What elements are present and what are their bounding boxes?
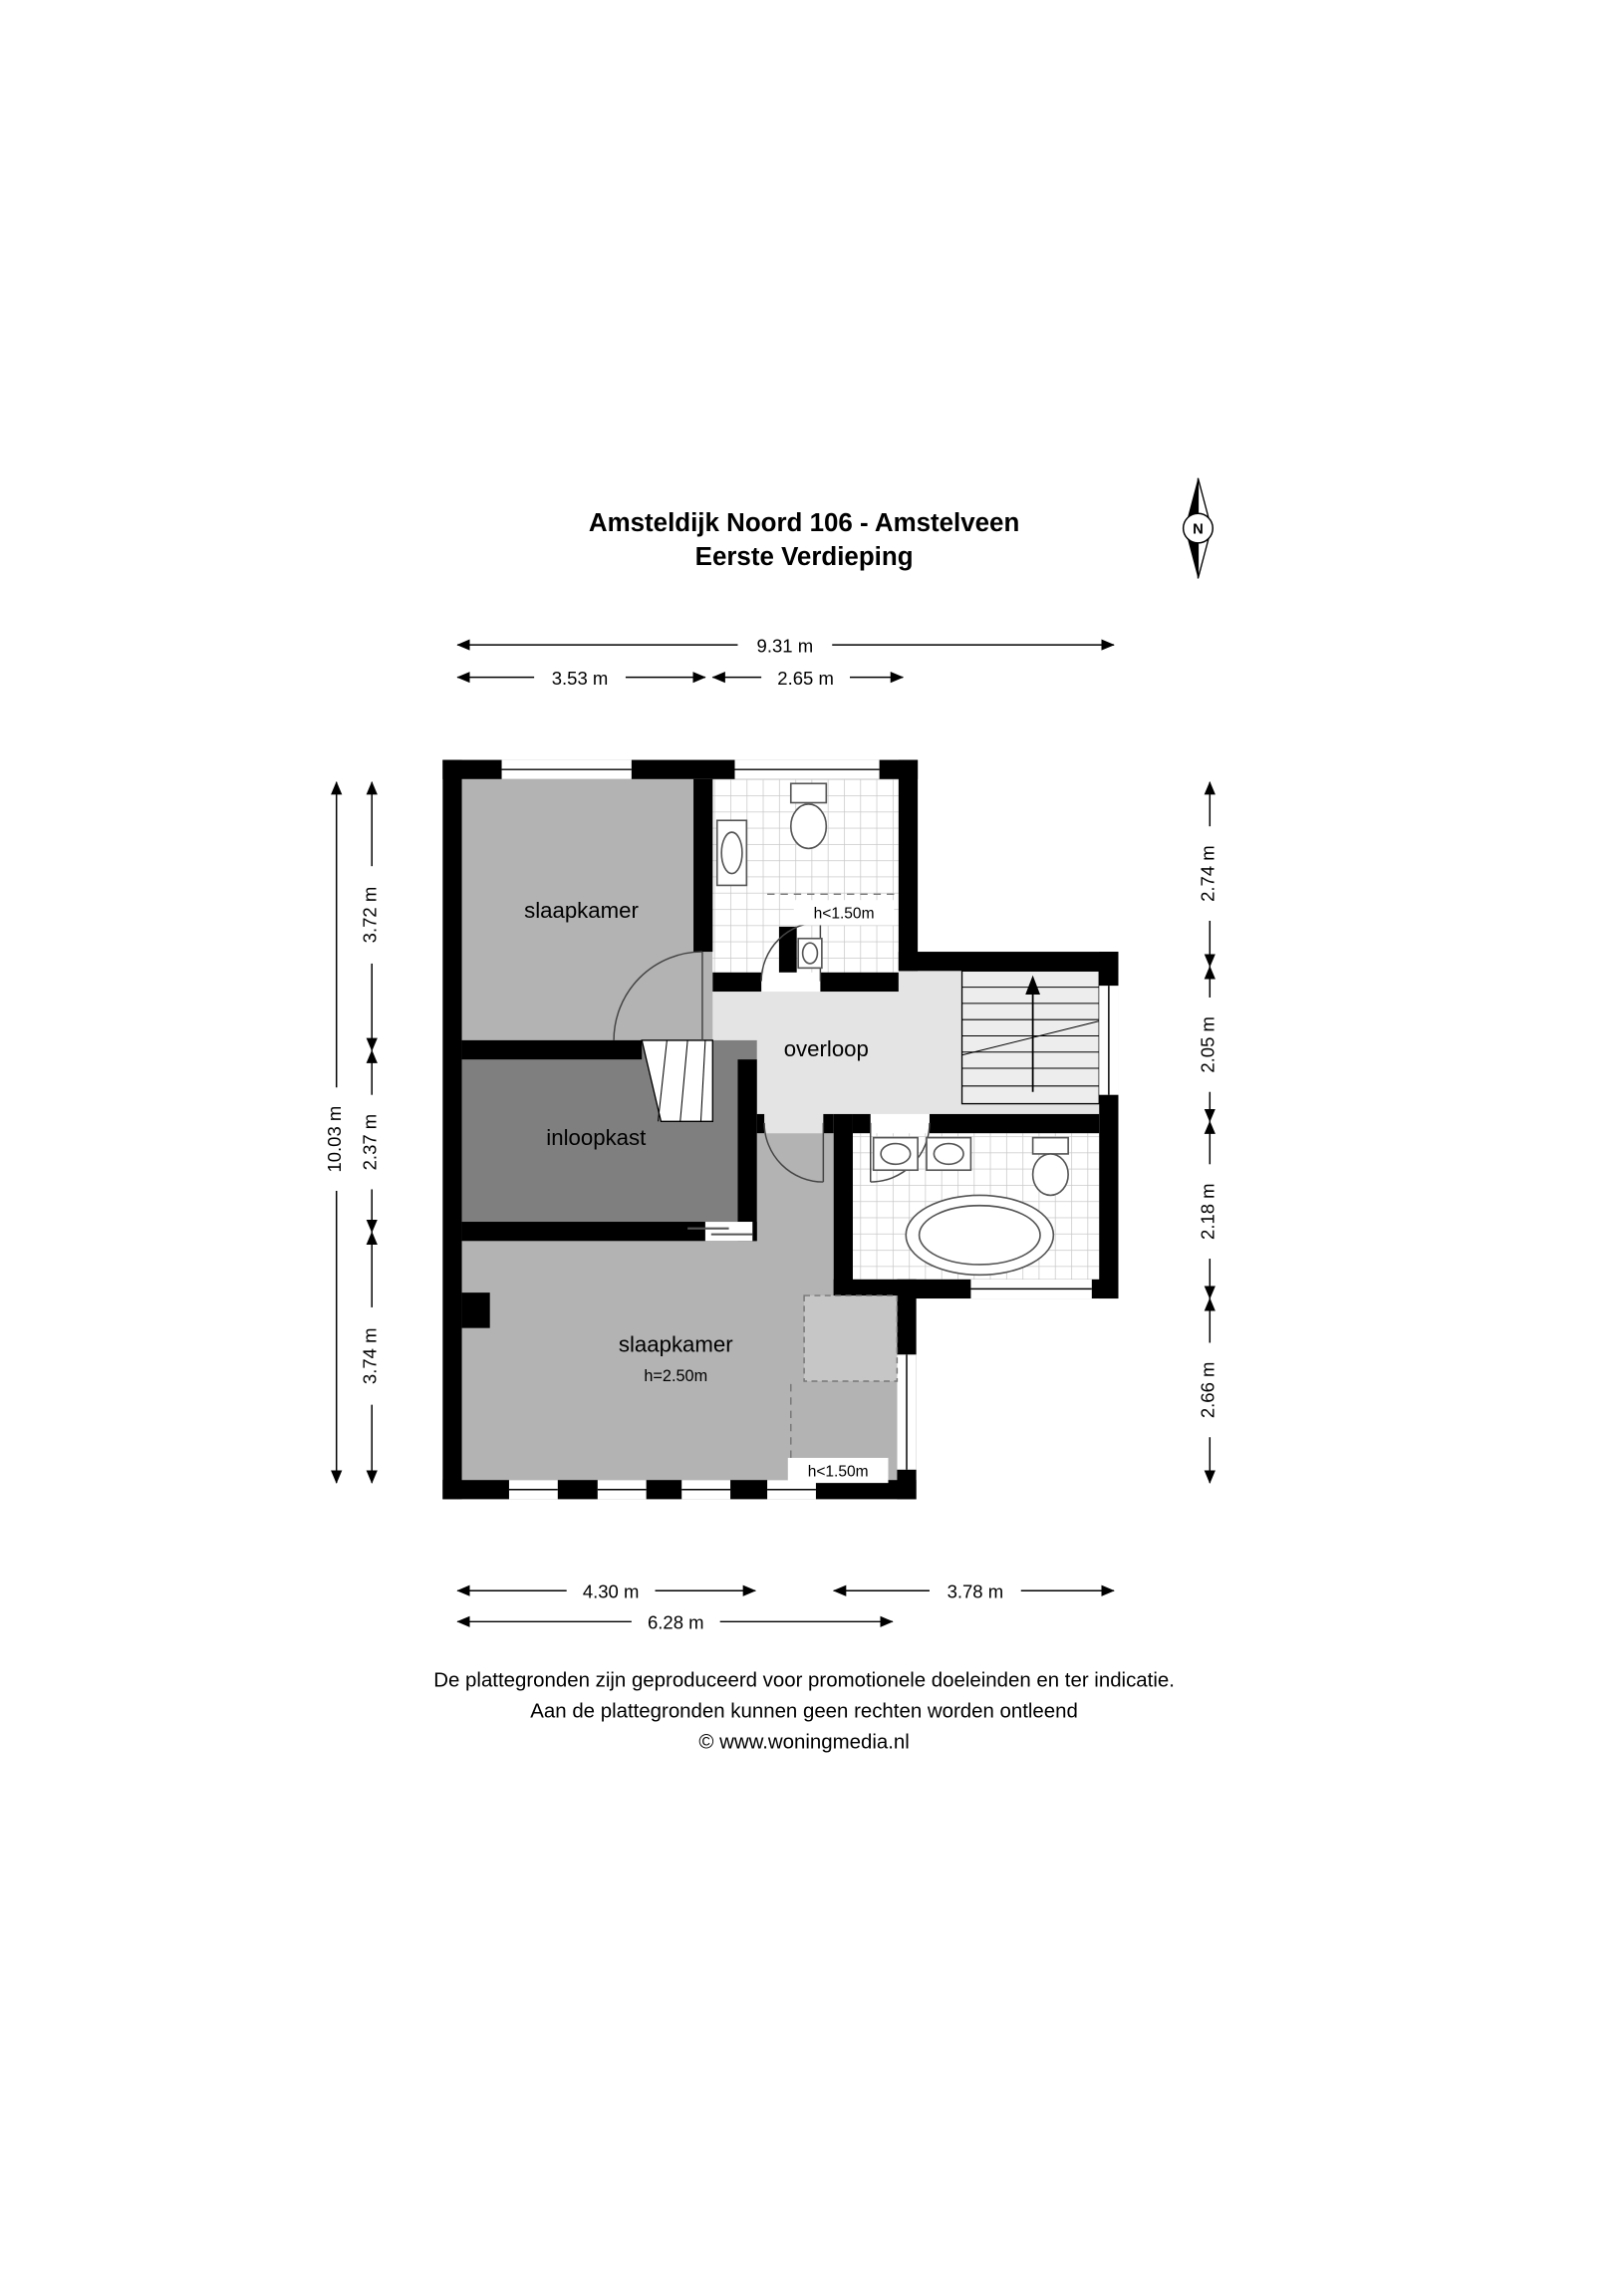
dim-left-lower: 3.74 m <box>360 1328 381 1385</box>
window-top-bedroom <box>501 759 632 779</box>
sink-top-icon <box>715 819 748 887</box>
dim-right-2: 2.05 m <box>1198 1016 1218 1073</box>
wall-bathroom-right-top-a <box>852 1113 871 1134</box>
wall-closet-right <box>737 1059 757 1242</box>
dim-left-total: 10.03 m <box>324 1106 345 1173</box>
window-bottom-4 <box>767 1480 816 1500</box>
low-ceiling-zones <box>767 893 899 1481</box>
wall-bathroom-right-top-b <box>929 1113 1100 1134</box>
dim-top-total: 9.31 m <box>757 635 814 656</box>
room-bedroom-top <box>461 778 713 1060</box>
winder-steps <box>641 1039 713 1123</box>
label-bedroom-bottom-height: h=2.50m <box>644 1367 707 1385</box>
footer-line-1: De plattegronden zijn geproduceerd voor … <box>433 1669 1175 1691</box>
wall-extension-top <box>898 952 1119 972</box>
label-closet: inloopkast <box>546 1125 646 1150</box>
dim-right-4: 2.66 m <box>1198 1362 1218 1419</box>
compass-circle <box>1182 512 1214 544</box>
window-bathroom-right-bottom <box>970 1279 1092 1299</box>
label-bg-low-bottom <box>787 1457 889 1484</box>
bathtub-icon <box>905 1194 1055 1277</box>
dimensions-bottom: 4.30 m 3.78 m 6.28 m <box>456 1581 1115 1633</box>
window-bottom-1 <box>508 1480 558 1500</box>
window-top-bathroom <box>734 759 880 779</box>
room-labels: slaapkamer h<1.50m overloop inloopkast s… <box>524 898 895 1484</box>
title-block: Amsteldijk Noord 106 - Amstelveen Eerste… <box>589 509 1019 571</box>
toilet-top-icon <box>789 782 828 850</box>
dimensions-left: 10.03 m 3.72 m 2.37 m 3.74 m <box>324 781 381 1484</box>
dimensions-right: 2.74 m 2.05 m 2.18 m 2.66 m <box>1198 781 1218 1484</box>
dim-bottom-total: 6.28 m <box>648 1612 704 1633</box>
dim-right-1: 2.74 m <box>1198 845 1218 902</box>
label-bg-low-top <box>793 900 895 926</box>
wall-bathroom-right-left <box>833 1113 853 1299</box>
window-extension-right <box>1099 986 1119 1095</box>
wall-bedroom-closet-divider <box>461 1039 643 1060</box>
compass-north-label: N <box>1193 522 1204 538</box>
door-bedroom-top <box>613 951 703 1040</box>
wall-landing-bottom-b <box>823 1113 834 1134</box>
label-low-ceiling-top: h<1.50m <box>814 906 875 923</box>
wall-bedroom-bathroom-divider <box>693 778 713 953</box>
dim-top-left: 3.53 m <box>552 668 609 689</box>
bedroom-void-patch <box>803 1294 899 1382</box>
stairs-arrow-icon <box>1025 975 1041 1092</box>
wall-left-chimney <box>461 1292 490 1328</box>
sliding-door-closet <box>687 1222 753 1242</box>
label-landing: overloop <box>784 1036 869 1061</box>
dim-right-3: 2.18 m <box>1198 1183 1218 1240</box>
windows <box>501 759 1119 1500</box>
wall-landing-bottom-a <box>756 1113 765 1134</box>
north-compass: N <box>1182 477 1214 579</box>
fixtures <box>715 782 1069 1277</box>
wall-bathroom-top-b <box>820 972 899 993</box>
door-bedroom-bottom <box>763 1122 825 1183</box>
window-bottom-3 <box>681 1480 731 1500</box>
page-subtitle: Eerste Verdieping <box>695 543 914 571</box>
label-bedroom-top: slaapkamer <box>524 898 639 923</box>
page-title: Amsteldijk Noord 106 - Amstelveen <box>589 509 1019 537</box>
footer-line-2: Aan de plattegronden kunnen geen rechten… <box>530 1701 1078 1723</box>
toilet-right-icon <box>1031 1136 1069 1197</box>
window-bottom-2 <box>597 1480 647 1500</box>
dim-bottom-right: 3.78 m <box>947 1581 1004 1602</box>
dim-bottom-left: 4.30 m <box>583 1581 640 1602</box>
wall-toilet-stub <box>778 926 797 973</box>
wall-bathroom-top-a <box>712 972 762 993</box>
wall-left-exterior <box>442 759 462 1500</box>
sink-right-2-icon <box>926 1136 972 1172</box>
corner-sink-icon <box>797 937 823 970</box>
window-bedroom-right <box>897 1354 917 1470</box>
footer-copyright: © www.woningmedia.nl <box>698 1732 909 1754</box>
dimensions-top: 9.31 m 3.53 m 2.65 m <box>456 635 1115 689</box>
wall-closet-bottom <box>461 1222 757 1242</box>
sink-right-1-icon <box>872 1136 919 1172</box>
dim-left-upper: 3.72 m <box>360 887 381 944</box>
dim-left-middle: 2.37 m <box>360 1114 381 1171</box>
footer-disclaimer: De plattegronden zijn geproduceerd voor … <box>433 1669 1175 1753</box>
dim-top-right: 2.65 m <box>777 668 834 689</box>
wall-upper-right-exterior <box>898 759 919 972</box>
label-low-ceiling-bottom: h<1.50m <box>808 1463 869 1480</box>
label-bedroom-bottom: slaapkamer <box>619 1331 733 1356</box>
